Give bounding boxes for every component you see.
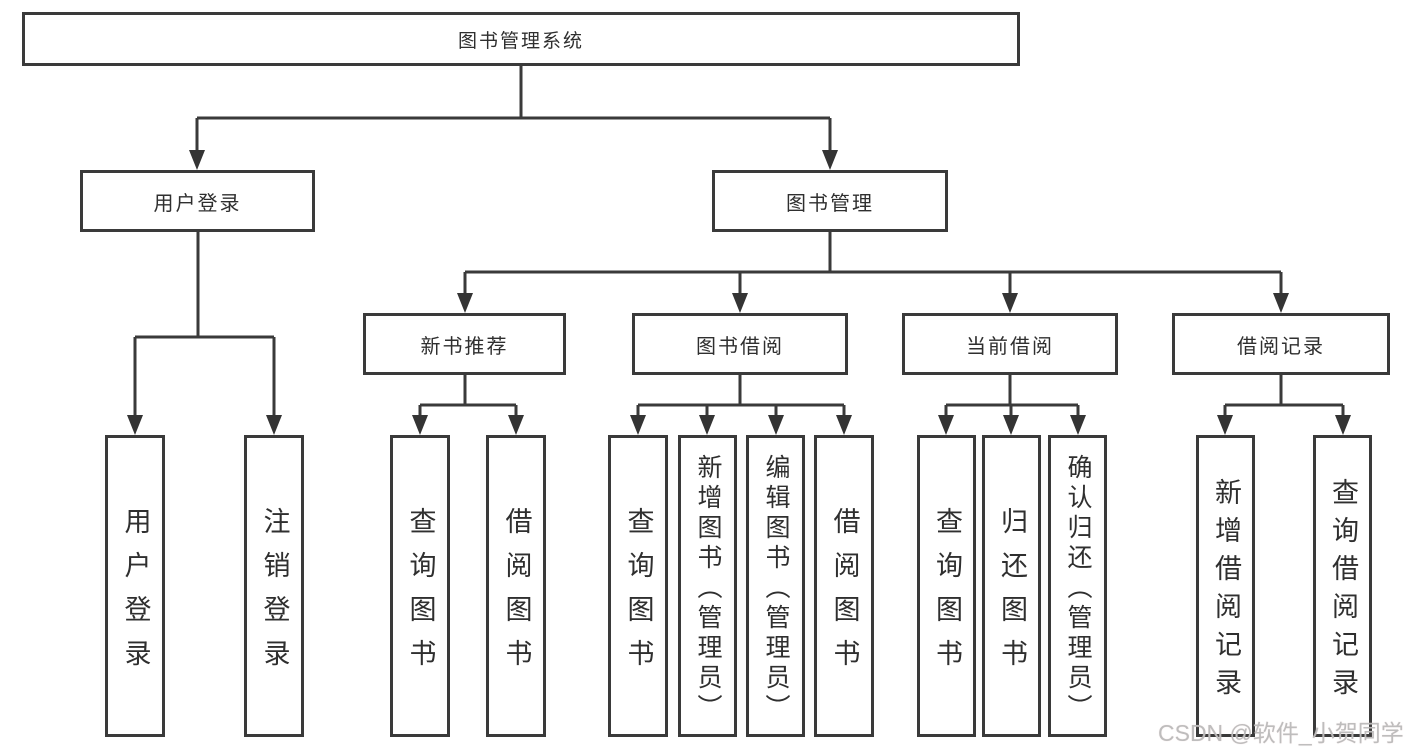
connector-new-book-recommendation-to-leaves	[412, 375, 524, 435]
leaf-label: 新增借阅记录	[1211, 477, 1241, 706]
node-label: 图书管理	[786, 192, 874, 215]
node-book-borrowing: 图书借阅	[632, 313, 848, 375]
node-label: 借阅记录	[1237, 335, 1325, 358]
leaf-borrow-books: 借阅图书	[814, 435, 874, 737]
leaf-label: 编辑图书（管理员）	[762, 453, 790, 724]
node-new-book-recommendation: 新书推荐	[363, 313, 566, 375]
leaf-label: 查询图书	[623, 506, 654, 683]
leaf-query-books-borrowing: 查询图书	[608, 435, 668, 737]
leaf-label: 用户登录	[120, 506, 151, 683]
connector-current-borrowing-to-leaves	[938, 375, 1086, 435]
leaf-label: 借阅图书	[501, 506, 532, 683]
leaf-label: 查询图书	[405, 506, 436, 683]
leaf-confirm-return-admin: 确认归还（管理员）	[1048, 435, 1107, 737]
leaf-label: 归还图书	[997, 506, 1027, 683]
leaf-logout-login: 注销登录	[244, 435, 304, 737]
node-library-management-system: 图书管理系统	[22, 12, 1020, 66]
leaf-label: 查询图书	[932, 506, 962, 683]
node-user-login: 用户登录	[80, 170, 315, 232]
leaf-return-books: 归还图书	[982, 435, 1041, 737]
csdn-watermark: CSDN @软件_小贺同学	[1158, 720, 1404, 746]
leaf-label: 借阅图书	[829, 506, 860, 683]
connector-book-borrowing-to-leaves	[630, 375, 852, 435]
leaf-label: 确认归还（管理员）	[1064, 453, 1092, 724]
leaf-label: 注销登录	[259, 506, 290, 683]
leaf-add-book-admin: 新增图书（管理员）	[678, 435, 737, 737]
node-current-borrowing: 当前借阅	[902, 313, 1118, 375]
leaf-edit-book-admin: 编辑图书（管理员）	[746, 435, 805, 737]
node-book-management: 图书管理	[712, 170, 948, 232]
node-label: 图书管理系统	[457, 30, 584, 52]
leaf-query-borrow-record: 查询借阅记录	[1313, 435, 1372, 737]
leaf-query-books-current: 查询图书	[917, 435, 976, 737]
leaf-add-borrow-record: 新增借阅记录	[1196, 435, 1255, 737]
connector-book-management-to-level3	[457, 232, 1289, 313]
node-label: 当前借阅	[966, 335, 1054, 358]
node-borrowing-records: 借阅记录	[1172, 313, 1390, 375]
node-label: 新书推荐	[420, 335, 509, 358]
node-label: 图书借阅	[696, 335, 784, 358]
connector-borrowing-records-to-leaves	[1217, 375, 1351, 435]
leaf-label: 查询借阅记录	[1328, 477, 1358, 706]
leaf-user-login: 用户登录	[105, 435, 165, 737]
connector-root-to-level2	[189, 66, 838, 170]
node-label: 用户登录	[153, 192, 242, 215]
leaf-label: 新增图书（管理员）	[694, 453, 722, 724]
leaf-query-books-recommend: 查询图书	[390, 435, 450, 737]
leaf-borrow-books-recommend: 借阅图书	[486, 435, 546, 737]
connector-user-login-to-leaves	[127, 232, 282, 435]
